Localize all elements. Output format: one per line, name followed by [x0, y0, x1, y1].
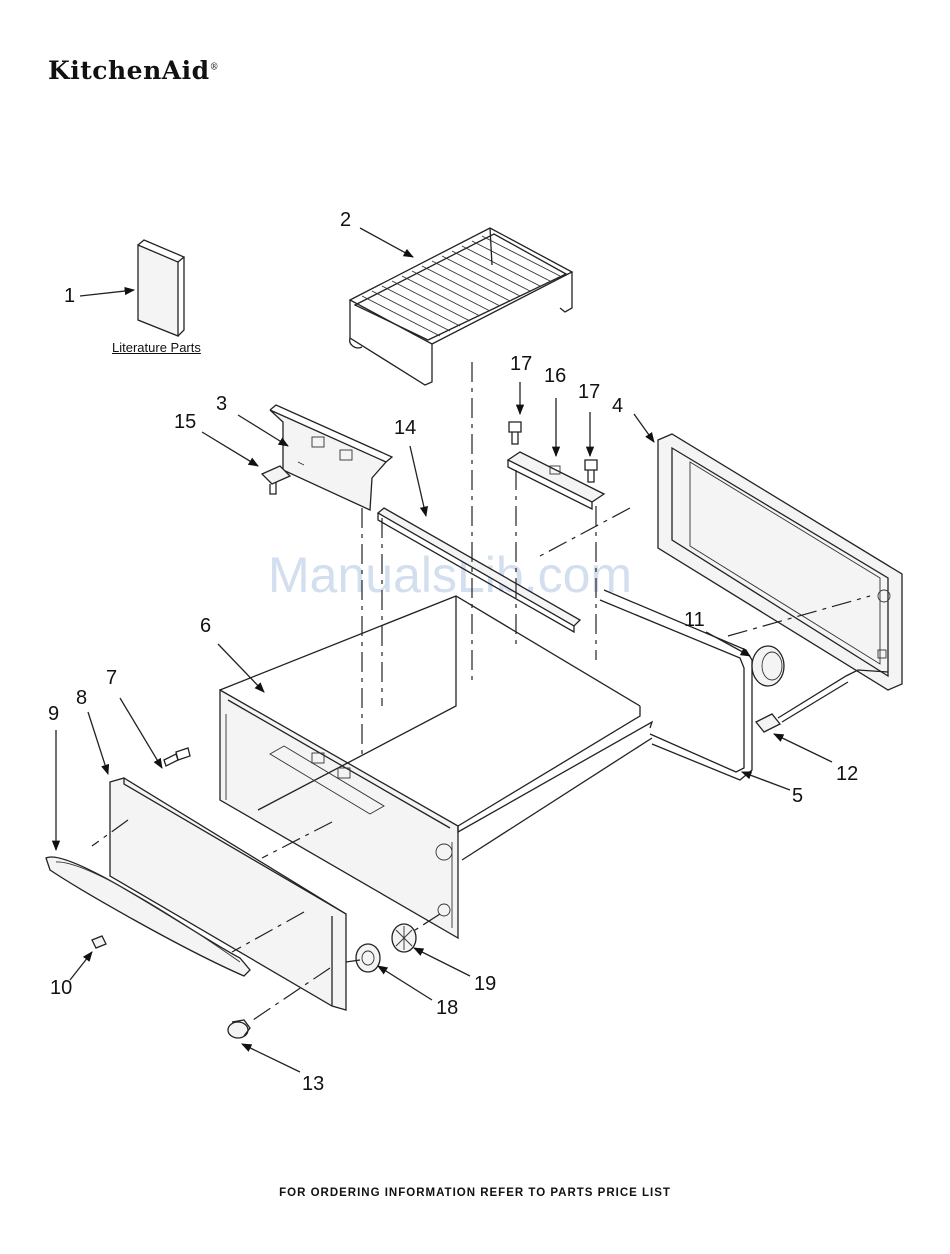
callout-1: 1	[64, 286, 75, 306]
callout-8: 8	[76, 688, 87, 708]
knob-dial	[392, 924, 416, 952]
back-panel	[658, 434, 902, 690]
latch-bracket	[270, 405, 392, 510]
screw-right	[585, 460, 597, 482]
callout-3: 3	[216, 394, 227, 414]
literature-parts-label: Literature Parts	[112, 340, 201, 355]
callout-7: 7	[106, 668, 117, 688]
callout-6: 6	[200, 616, 211, 636]
callout-2: 2	[340, 210, 351, 230]
callout-13: 13	[302, 1074, 324, 1094]
callout-5: 5	[792, 786, 803, 806]
callout-17-left: 17	[510, 354, 532, 374]
callout-4: 4	[612, 396, 623, 416]
callout-9: 9	[48, 704, 59, 724]
control-knob	[752, 646, 784, 686]
handle-clip	[92, 936, 106, 948]
callout-17-right: 17	[578, 382, 600, 402]
watermark-text: ManualsLib.com	[268, 547, 632, 603]
callout-12: 12	[836, 764, 858, 784]
literature-booklet	[138, 240, 184, 336]
knob-bezel	[356, 944, 380, 972]
callout-19: 19	[474, 974, 496, 994]
callout-15: 15	[174, 412, 196, 432]
ordering-footer: FOR ORDERING INFORMATION REFER TO PARTS …	[0, 1187, 950, 1199]
push-button	[228, 1020, 250, 1038]
panel-screw	[164, 748, 190, 766]
callout-14: 14	[394, 418, 416, 438]
callout-10: 10	[50, 978, 72, 998]
screw-left	[509, 422, 521, 444]
oven-rack	[350, 228, 572, 385]
callout-11: 11	[684, 610, 705, 630]
door-gasket	[600, 590, 752, 780]
callout-18: 18	[436, 998, 458, 1018]
callout-16: 16	[544, 366, 566, 386]
